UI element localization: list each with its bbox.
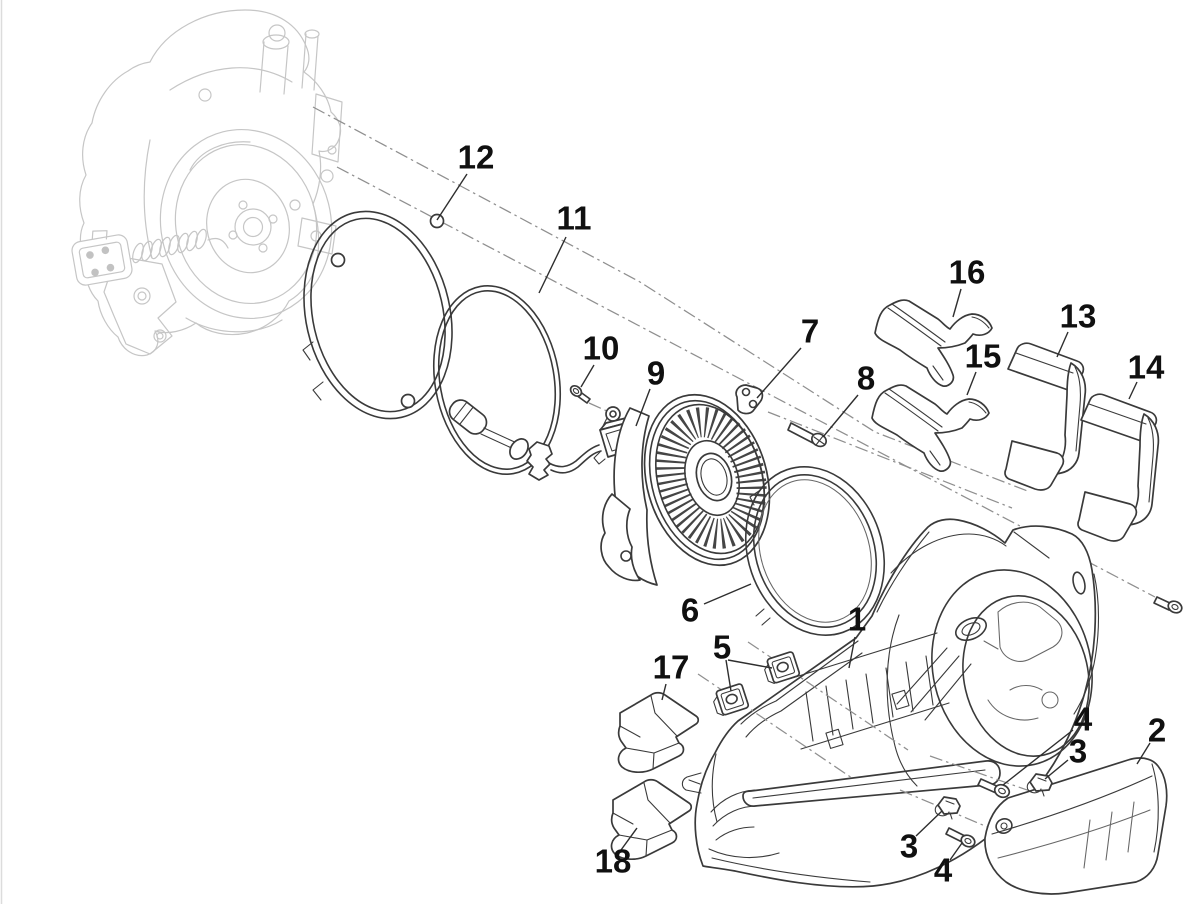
part-callout-3a: 3 [1069, 733, 1087, 770]
leader-line-part-6 [703, 583, 752, 605]
leader-line-part-4b [949, 842, 963, 861]
part-callout-6: 6 [681, 592, 699, 629]
part-callout-7: 7 [801, 313, 819, 350]
cover-screw-top-right [1153, 596, 1183, 614]
part-callout-15: 15 [965, 338, 1002, 375]
leader-line-part-9 [635, 388, 651, 427]
axis-dashdot-upper [312, 106, 1031, 493]
part-callout-5: 5 [713, 629, 731, 666]
leader-line-part-3b [915, 810, 943, 837]
part-5-clip-b [713, 683, 750, 716]
part-4-screw-a [977, 778, 1011, 799]
part-callout-9: 9 [647, 355, 665, 392]
part-17-deflector [617, 691, 700, 773]
part-callout-8: 8 [857, 360, 875, 397]
leader-line-part-1 [848, 636, 856, 669]
axis-dashdot-screw8 [767, 411, 1013, 509]
leader-line-part-7 [756, 347, 802, 399]
engine-assembly-ghost [71, 9, 343, 357]
part-15-air-baffle [871, 384, 990, 472]
leader-line-part-8 [822, 394, 859, 438]
part-10-screw [569, 384, 610, 413]
part-12-gasket [302, 210, 453, 420]
leader-line-part-12 [436, 173, 468, 221]
leader-line-part-17 [661, 683, 667, 701]
cable-ferrule [448, 399, 488, 435]
leader-line-part-5 [725, 659, 732, 692]
part-8-screw [787, 422, 828, 448]
part-callout-13: 13 [1060, 298, 1097, 335]
part-callout-1: 1 [848, 601, 866, 638]
leader-line-part-4a [1002, 729, 1074, 786]
part-14-cowl [1077, 393, 1160, 542]
axis-dashdot-lower [336, 166, 1156, 598]
assembly-axis-lines [312, 106, 1156, 598]
part-3-clip-b [934, 796, 961, 820]
part-callout-17: 17 [653, 649, 690, 686]
leader-line-part-10 [580, 364, 595, 388]
leader-line-part-14 [1128, 381, 1138, 400]
part-callout-18: 18 [595, 843, 632, 880]
part-callout-4a: 4 [1074, 701, 1093, 738]
leader-line-part-15 [966, 371, 977, 396]
part-13-cowl [1004, 342, 1087, 491]
engine-connector-ghost [71, 230, 133, 286]
coiled-cable-ghost [132, 228, 229, 264]
part-callout-16: 16 [949, 254, 986, 291]
part-callout-3b: 3 [900, 828, 918, 865]
leader-line-part-13 [1056, 331, 1069, 358]
part-16-air-baffle [874, 299, 993, 387]
leader-line-part-11 [538, 236, 567, 294]
leader-line-part-5 [727, 659, 773, 669]
part-callout-2: 2 [1148, 712, 1166, 749]
part-4-screw-b [945, 827, 976, 848]
part-7-cooling-fan [600, 384, 771, 586]
part-6-trim-ring [744, 466, 886, 636]
part-callout-11: 11 [557, 200, 592, 237]
leader-line-part-18 [620, 827, 638, 851]
fan-blades [655, 407, 767, 549]
part-callout-14: 14 [1128, 349, 1165, 386]
leader-line-part-3a [1044, 759, 1069, 780]
part-11-sensor-cable-ring [432, 285, 602, 481]
part-callout-4b: 4 [934, 852, 953, 889]
leader-line-part-16 [952, 288, 962, 318]
cable-grommet [526, 441, 553, 481]
part-callout-12: 12 [458, 139, 495, 176]
part-1-transmission-cover [681, 518, 1100, 888]
part-5-clip-a [764, 651, 801, 684]
leader-line-part-2 [1136, 742, 1151, 765]
part-callout-10: 10 [583, 330, 620, 367]
